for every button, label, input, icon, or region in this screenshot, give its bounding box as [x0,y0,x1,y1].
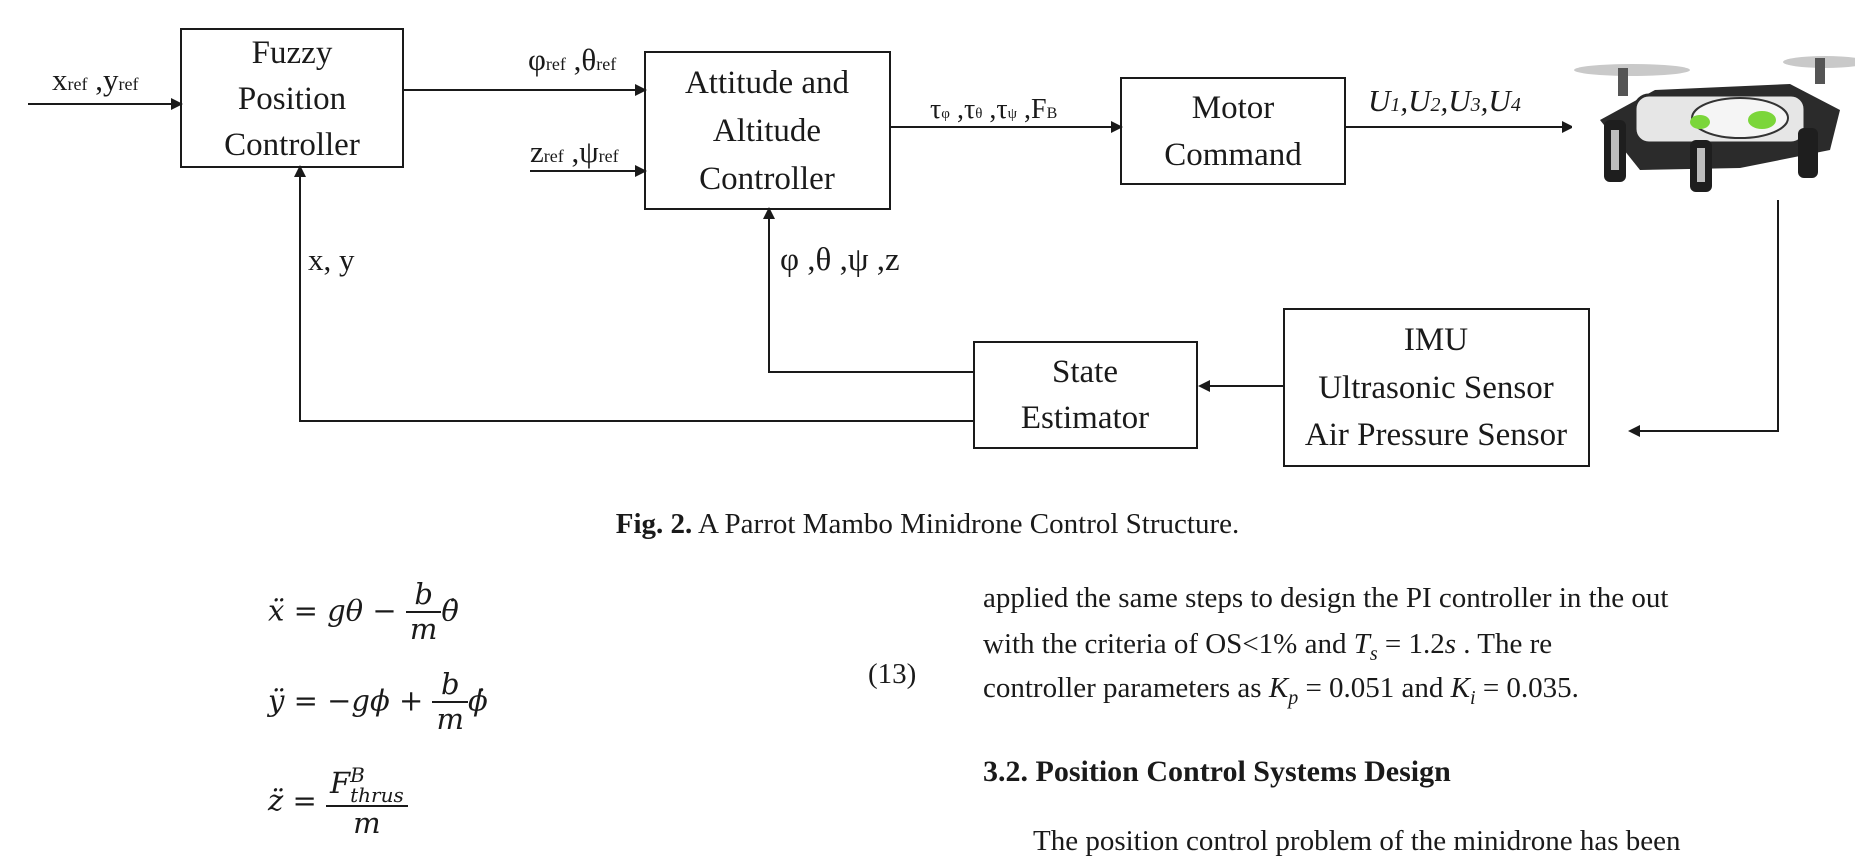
equation-z-num-sub: thrus [350,783,404,807]
z-psi-ref-label: zref ,ψref [530,134,619,169]
ki-subscript: i [1470,686,1476,709]
control-structure-diagram: Fuzzy Position Controller Attitude and A… [28,28,1855,467]
equation-x-rhs: θ̇ [441,593,459,628]
section-heading: 3.2. Position Control Systems Design [983,755,1451,788]
equation-x-den: m [409,612,438,647]
body-line-2-d: . The re [1456,628,1553,660]
motor-line-2: Command [1164,137,1302,173]
fuzzy-line-3: Controller [224,127,360,163]
ts-subscript: s [1369,642,1378,665]
motor-line-1: Motor [1192,90,1275,126]
torque-label: τφ ,τθ ,τψ ,FB [930,94,1057,125]
body-line-1: applied the same steps to design the PI … [983,582,1669,614]
body-line-3: controller parameters as Kp = 0.051 and … [983,672,1579,710]
ts-value: = 1.2 [1377,628,1445,660]
equation-z-num-sup: B [350,763,365,787]
kp-value: = 0.051 [1298,672,1395,704]
kp-subscript: p [1288,686,1299,709]
estimator-line-1: State [1052,354,1118,390]
body-line-2: with the criteria of OS<1% and Ts = 1.2s… [983,628,1552,666]
equation-y-den: m [436,702,464,737]
sensors-block [1283,308,1590,467]
estimator-to-fuzzy-arrow [294,165,974,422]
body-line-4: The position control problem of the mini… [1033,825,1681,857]
state-estimator-block [973,341,1198,449]
sensors-line-3: Air Pressure Sensor [1305,417,1567,453]
ki-symbol: K [1450,672,1471,704]
angles-feedback-label: φ ,θ ,ψ ,z [780,242,900,278]
equation-y-num: b [432,667,468,704]
figure-caption: Fig. 2. A Parrot Mambo Minidrone Control… [0,508,1855,541]
estimator-to-attitude-arrow [763,207,974,373]
kp-symbol: K [1268,672,1289,704]
equation-z-lhs: z̈ = [268,783,327,818]
equation-z-den: m [353,806,381,840]
ts-symbol: T [1353,628,1370,660]
xy-feedback-label: x, y [308,242,355,277]
caption-text: A Parrot Mambo Minidrone Control Structu… [692,508,1240,540]
fuzzy-line-2: Position [238,81,346,117]
xy-ref-label: xref ,yref [52,62,138,97]
equation-x-num: b [405,577,442,614]
sensors-line-2: Ultrasonic Sensor [1318,370,1554,406]
body-line-3-b: and [1394,672,1451,704]
estimator-line-2: Estimator [1021,400,1149,436]
body-line-2-a: with the criteria of OS<1% and [983,628,1354,660]
fuzzy-line-1: Fuzzy [252,35,333,71]
attitude-line-2: Altitude [713,113,821,149]
attitude-line-1: Attitude and [685,65,850,101]
equation-y-lhs: ÿ = −gϕ + [268,683,433,718]
equation-x-lhs: ẍ = gθ − [268,593,406,628]
ts-unit: s [1444,628,1457,660]
attitude-line-3: Controller [699,161,835,197]
equation-number: (13) [868,658,917,690]
equation-z-num-base: F [330,766,351,800]
motor-output-label: U1,U2,U3,U4 [1368,83,1521,118]
drone-to-sensors-arrow [1628,198,1779,437]
drone-quadcopter-icon [1572,50,1855,200]
ki-value: = 0.035. [1475,672,1579,704]
sensors-line-1: IMU [1404,322,1468,358]
body-line-3-a: controller parameters as [983,672,1269,704]
phi-theta-ref-label: φref ,θref [528,42,616,77]
equation-y-rhs: ϕ̇ [467,683,488,718]
caption-label: Fig. 2. [615,508,693,540]
